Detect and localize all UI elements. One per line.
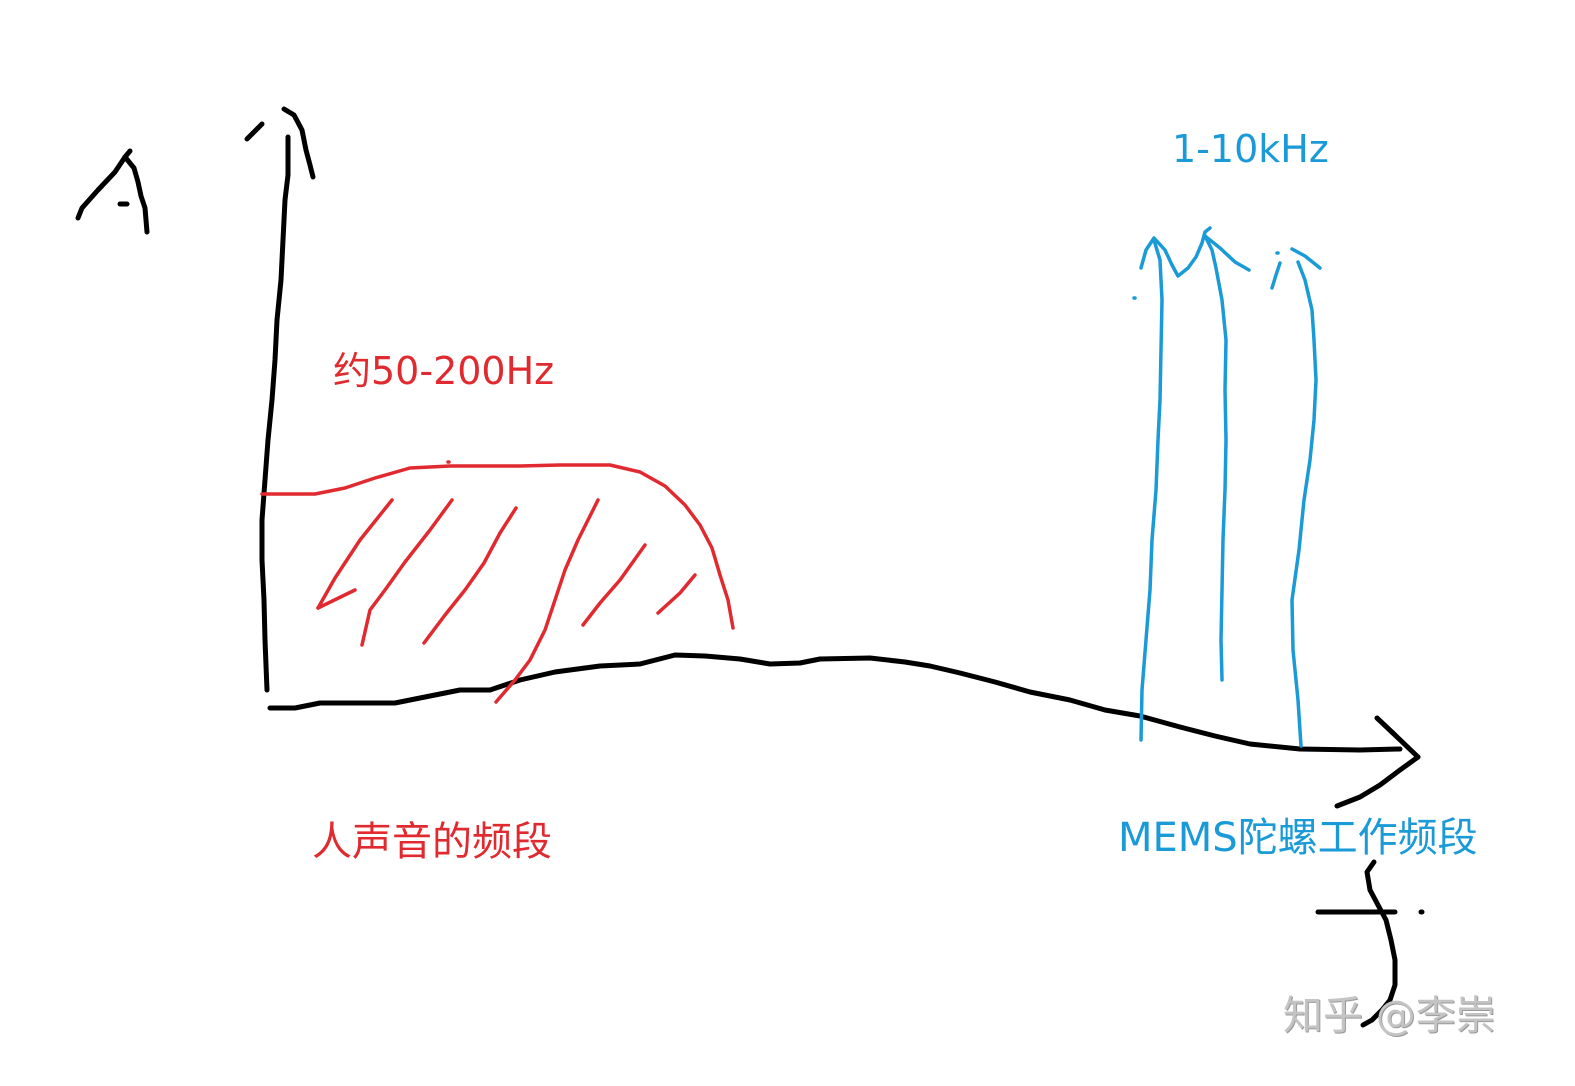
mems-caption-label: MEMS陀螺工作频段 <box>1118 815 1478 861</box>
y-axis <box>244 106 316 693</box>
voice-caption-label: 人声音的频段 <box>312 819 552 865</box>
mems-range-label: 1-10kHz <box>1172 127 1329 171</box>
voice-range-label: 约50-200Hz <box>333 349 555 393</box>
watermark: 知乎 @李崇 <box>1283 993 1496 1039</box>
mems-band-spikes <box>1132 226 1322 748</box>
voice-band-curve <box>260 460 735 704</box>
x-axis <box>267 652 1425 1028</box>
y-axis-label-a <box>75 148 150 235</box>
